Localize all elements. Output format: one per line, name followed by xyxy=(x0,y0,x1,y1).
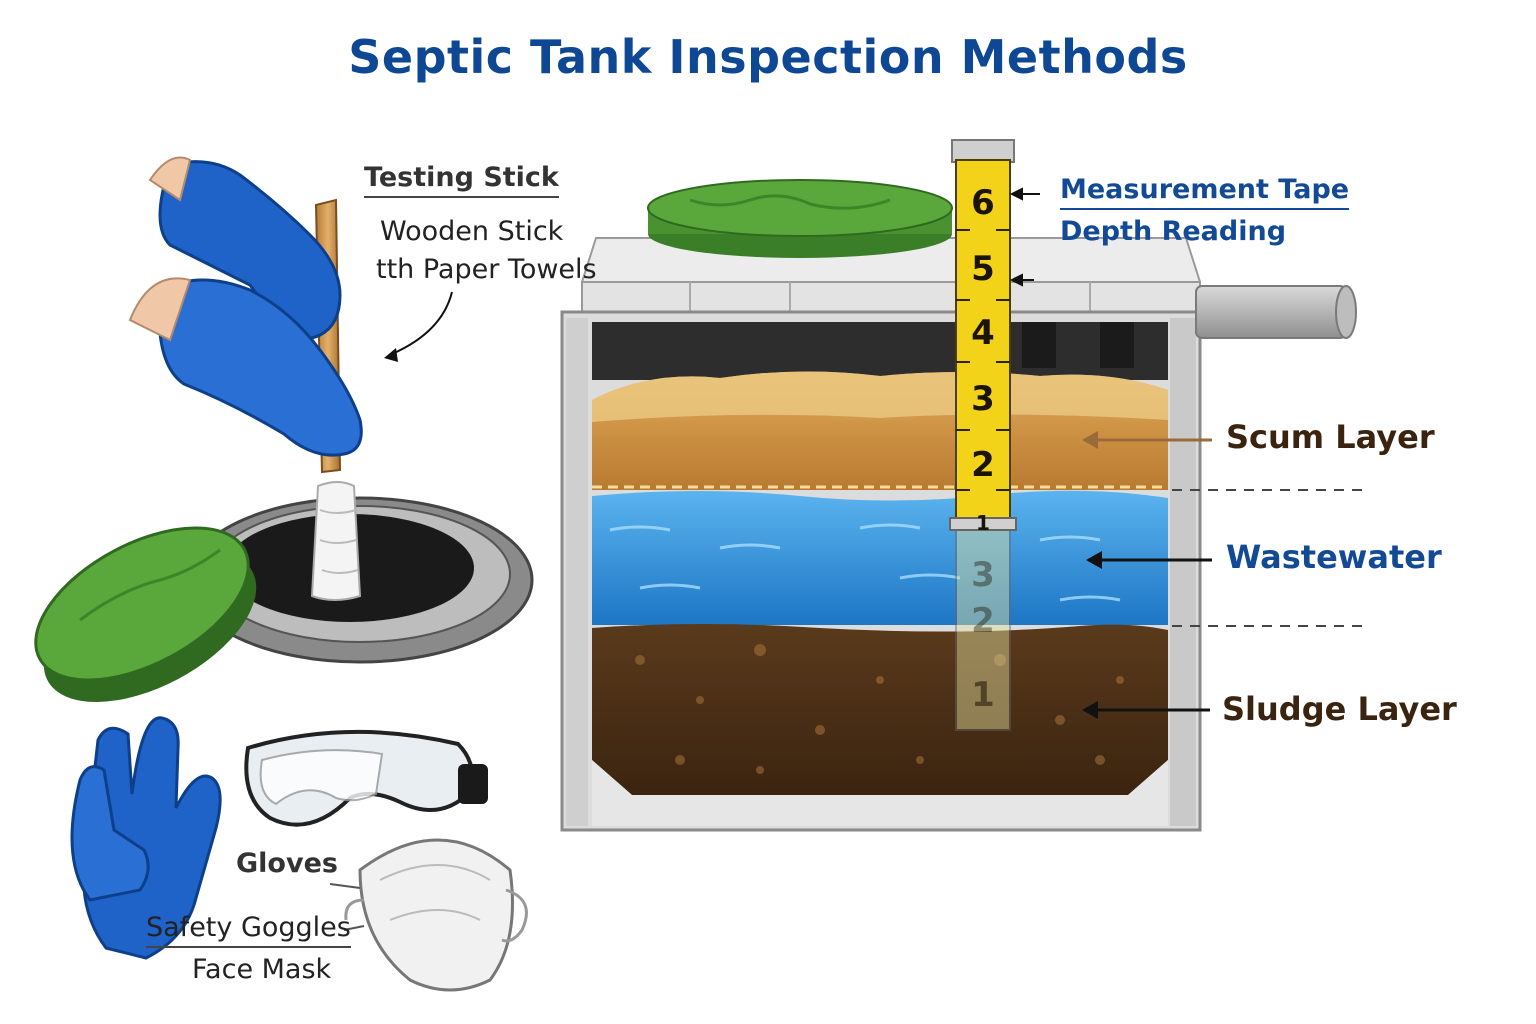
tape-mark: 6 xyxy=(971,183,995,223)
arrow-icon xyxy=(384,348,398,362)
arrow-icon xyxy=(1009,187,1023,201)
gloves-pointer xyxy=(329,883,361,889)
testing-stick-line2: tth Paper Towels xyxy=(376,254,597,285)
wastewater-label: Wastewater xyxy=(1226,538,1442,576)
depth-reading-label: Depth Reading xyxy=(1060,216,1287,247)
sludge-layer-label: Sludge Layer xyxy=(1222,690,1457,728)
scum-layer-label: Scum Layer xyxy=(1226,418,1435,456)
wastewater-layer xyxy=(592,490,1168,625)
tape-mark: 3 xyxy=(971,379,995,419)
measurement-tape: 6 5 4 3 2 1 3 2 1 xyxy=(949,139,1017,731)
tape-mark: 3 xyxy=(971,555,995,595)
arrow-icon xyxy=(1086,551,1102,569)
tape-mark: 1 xyxy=(976,511,990,535)
gloved-hands xyxy=(128,156,363,457)
face-mask-icon xyxy=(344,838,528,992)
safety-goggles-label: Safety Goggles xyxy=(146,912,351,948)
tape-ticks xyxy=(956,229,1010,491)
gloves-label: Gloves xyxy=(236,848,338,879)
testing-stick-heading: Testing Stick xyxy=(364,162,559,198)
tape-mark: 2 xyxy=(971,601,995,641)
gloves-icon xyxy=(70,716,222,960)
scum-layer xyxy=(592,371,1168,490)
arrow-icon xyxy=(1009,273,1023,287)
sludge-layer xyxy=(592,624,1168,795)
tank-lid xyxy=(647,179,953,258)
outlet-pipe xyxy=(1195,285,1357,339)
tape-mark: 4 xyxy=(971,313,995,353)
goggles-pointer xyxy=(343,925,365,931)
layer-arrows xyxy=(1082,431,1212,719)
page-title: Septic Tank Inspection Methods xyxy=(348,30,1188,84)
septic-tank xyxy=(560,237,1202,832)
arrow-icon xyxy=(1082,701,1098,719)
measurement-tape-label: Measurement Tape xyxy=(1060,174,1350,210)
manhole-lid xyxy=(34,526,257,702)
tape-mark: 5 xyxy=(971,249,995,289)
goggles-icon xyxy=(244,729,488,827)
testing-stick-line1: Wooden Stick xyxy=(380,216,564,247)
arrow-icon xyxy=(1082,431,1098,449)
tape-mark: 2 xyxy=(971,445,995,485)
tape-mark: 1 xyxy=(971,675,995,715)
stick-pointer xyxy=(391,291,453,355)
face-mask-label: Face Mask xyxy=(192,954,332,985)
manhole xyxy=(186,496,534,664)
